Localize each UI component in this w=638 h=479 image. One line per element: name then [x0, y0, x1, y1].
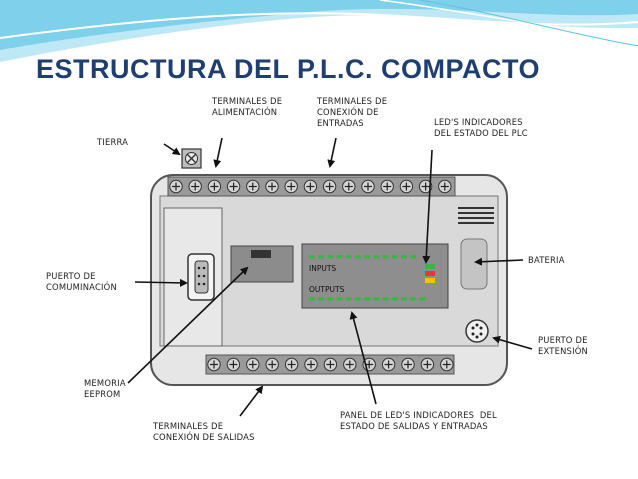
label-bateria: BATERIA	[528, 255, 565, 265]
led	[309, 297, 315, 301]
label-tierra: TIERRA	[97, 137, 129, 147]
led	[382, 255, 389, 259]
memory-eeprom	[230, 245, 294, 283]
label-panel-leds: PANEL DE LED'S INDICADORES DEL ESTADO DE…	[340, 410, 497, 431]
led	[401, 297, 407, 301]
led-rows	[309, 255, 426, 301]
led	[419, 297, 426, 301]
label-leds-estado: LED'S INDICADORES DEL ESTADO DEL PLC	[434, 117, 528, 138]
led	[355, 255, 361, 259]
battery	[460, 238, 488, 290]
label-puerto-extension: PUERTO DE EXTENSIÓN	[538, 335, 588, 356]
led	[345, 255, 352, 259]
expansion-port	[465, 319, 489, 343]
led	[355, 297, 361, 301]
input-terminals	[169, 179, 452, 194]
led	[318, 297, 325, 301]
memory-chip	[251, 250, 271, 258]
led	[345, 297, 352, 301]
led	[364, 255, 371, 259]
led	[410, 255, 417, 259]
vent-slots	[458, 207, 494, 224]
output-terminals	[207, 357, 454, 372]
led	[318, 255, 325, 259]
plc-status-led-yellow	[425, 278, 435, 283]
callout-arrows	[127, 137, 533, 417]
led	[364, 297, 371, 301]
led	[410, 297, 417, 301]
label-terminales-entradas: TERMINALES DE CONEXIÓN DE ENTRADAS	[317, 96, 388, 128]
led	[309, 255, 315, 259]
label-memoria-eeprom: MEMORIA EEPROM	[84, 378, 126, 399]
led	[336, 297, 343, 301]
led	[327, 297, 334, 301]
led	[327, 255, 334, 259]
led	[391, 297, 398, 301]
led	[373, 255, 380, 259]
label-terminales-alimentacion: TERMINALES DE ALIMENTACIÓN	[212, 96, 283, 117]
plc-status-led-green	[425, 264, 435, 269]
label-puerto-comunicacion: PUERTO DE COMUMINACIÓN	[46, 271, 117, 292]
label-terminales-salidas: TERMINALES DE CONEXIÓN DE SALIDAS	[153, 421, 255, 442]
header-swoosh	[0, 0, 638, 62]
outputs-label: OUTPUTS	[309, 285, 345, 294]
plc-status-led-red	[425, 271, 435, 276]
inputs-label: INPUTS	[309, 264, 336, 273]
led	[336, 255, 343, 259]
led	[401, 255, 407, 259]
led	[391, 255, 398, 259]
led	[382, 297, 389, 301]
led	[373, 297, 380, 301]
communication-port-inner	[194, 260, 209, 294]
slide-title: ESTRUCTURA DEL P.L.C. COMPACTO	[36, 54, 541, 84]
